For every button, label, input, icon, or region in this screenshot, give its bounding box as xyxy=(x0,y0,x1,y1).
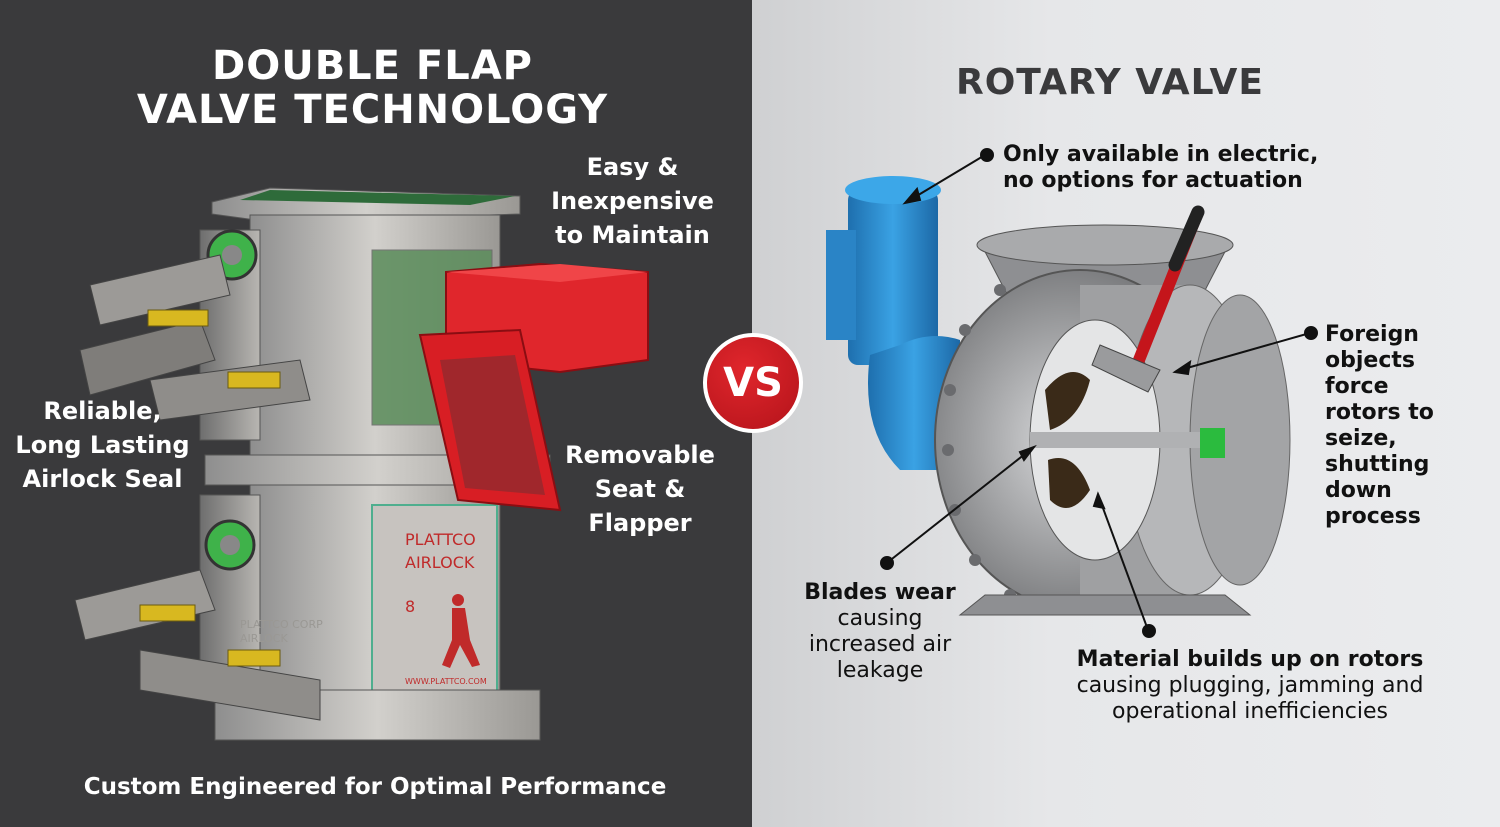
callout-line: down xyxy=(1325,478,1392,503)
callout-line: causing xyxy=(837,606,923,631)
plate-airlock-text: AIRLOCK xyxy=(405,553,475,572)
body-brand-text: PLATTCO CORP xyxy=(240,618,323,631)
callout-heading: Blades wear xyxy=(804,580,956,605)
vs-badge: VS xyxy=(703,333,803,433)
callout-line: causing plugging, jamming and xyxy=(1076,673,1424,698)
callout-line: shutting xyxy=(1325,452,1430,477)
body-airlock-text: AIRLOCK xyxy=(240,632,288,645)
callout-line: operational inefficiencies xyxy=(1112,699,1388,724)
callout-line: objects xyxy=(1325,348,1415,373)
callout-line: rotors to xyxy=(1325,400,1434,425)
callout-line: leakage xyxy=(836,658,924,683)
callout-material-buildup: Material builds up on rotors causing plu… xyxy=(1050,647,1450,725)
left-title-line1: DOUBLE FLAP xyxy=(212,43,533,89)
callout-airlock-seal: Reliable, Long Lasting Airlock Seal xyxy=(10,394,195,496)
right-title: ROTARY VALVE xyxy=(955,62,1264,103)
callout-line: Foreign xyxy=(1325,322,1419,347)
callout-line: Only available in electric, xyxy=(1003,142,1319,167)
callout-foreign-objects: Foreign objects force rotors to seize, s… xyxy=(1325,322,1485,530)
callout-line: Long Lasting xyxy=(15,431,190,459)
callout-blades-wear: Blades wear causing increased air leakag… xyxy=(790,580,970,684)
walking-man-logo xyxy=(442,594,480,668)
callout-line: no options for actuation xyxy=(1003,168,1303,193)
double-flap-valve-illustration: PLATTCO AIRLOCK 8 WWW.PLATTCO.COM PLATTC… xyxy=(74,187,649,741)
callout-removable-seat: Removable Seat & Flapper xyxy=(555,438,725,540)
callout-line: to Maintain xyxy=(555,221,710,249)
callout-line: Inexpensive xyxy=(551,187,714,215)
callout-line: force xyxy=(1325,374,1389,399)
callout-line: Easy & xyxy=(586,153,679,181)
callout-line: Reliable, xyxy=(43,397,162,425)
callout-line: Seat & xyxy=(594,475,686,503)
plate-brand-text: PLATTCO xyxy=(405,530,476,549)
callout-heading: Material builds up on rotors xyxy=(1076,647,1424,672)
callout-line: Removable xyxy=(565,441,715,469)
rotary-valve-illustration xyxy=(826,148,1318,638)
plate-url-text: WWW.PLATTCO.COM xyxy=(405,677,487,686)
left-footer: Custom Engineered for Optimal Performanc… xyxy=(83,774,667,800)
plate-size-text: 8 xyxy=(405,597,415,616)
callout-line: increased air xyxy=(808,632,952,657)
callout-line: seize, xyxy=(1325,426,1397,451)
left-title-line2: VALVE TECHNOLOGY xyxy=(136,87,609,133)
callout-electric-only: Only available in electric, no options f… xyxy=(1003,142,1323,194)
callout-line: Flapper xyxy=(588,509,692,537)
left-title: DOUBLE FLAP VALVE TECHNOLOGY xyxy=(100,44,645,132)
callout-line: process xyxy=(1325,504,1421,529)
callout-line: Airlock Seal xyxy=(22,465,183,493)
callout-easy-maintain: Easy & Inexpensive to Maintain xyxy=(540,150,725,252)
